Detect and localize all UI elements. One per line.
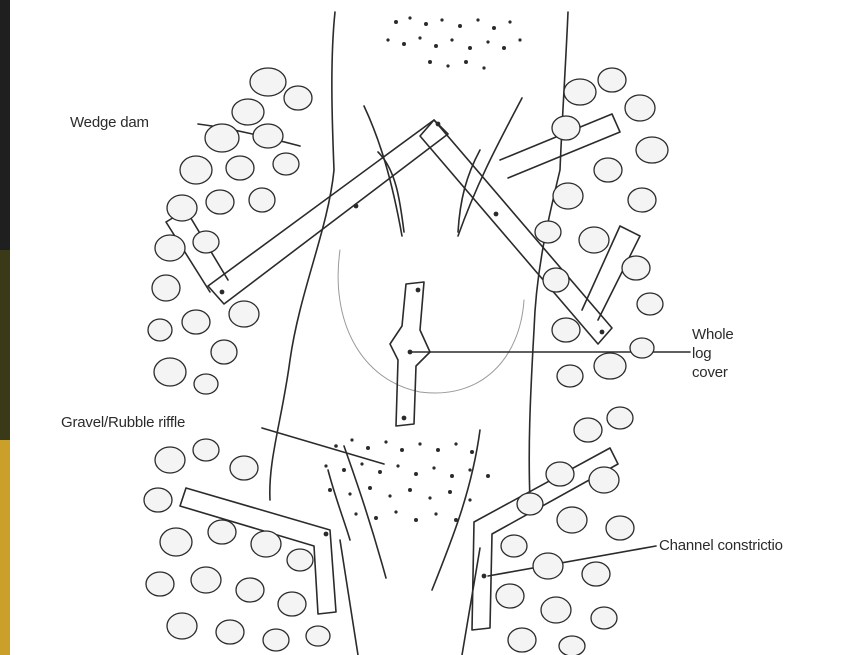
- log-pins: [220, 122, 605, 579]
- gravel-riffle-texture: [324, 16, 521, 522]
- label-wedge-dam: Wedge dam: [70, 113, 149, 132]
- label-gravel-rubble-riffle: Gravel/Rubble riffle: [61, 413, 185, 432]
- flow-arrow-7: [328, 470, 350, 540]
- label-whole-log-cover-line-2: log: [692, 344, 734, 363]
- flow-arrow-4: [458, 150, 480, 232]
- wedge-dam-left-log: [208, 120, 448, 304]
- label-whole-log-cover-line-1: Whole: [692, 325, 734, 344]
- label-whole-log-cover-line-3: cover: [692, 363, 734, 382]
- pool-outline: [338, 250, 524, 393]
- flow-arrow-3: [378, 152, 404, 232]
- constrictor-right-stake: [462, 548, 480, 655]
- rock-piles: [144, 68, 668, 655]
- label-whole-log-cover: Whole log cover: [692, 325, 734, 382]
- right-stream-bank: [529, 12, 568, 500]
- leader-gravel-riffle: [262, 428, 384, 464]
- flow-arrow-1: [364, 106, 402, 236]
- rock-pile-lower-left: [144, 439, 330, 651]
- flow-arrow-5: [344, 446, 386, 578]
- flow-arrow-2: [458, 98, 522, 236]
- rock-pile-lower-right: [496, 407, 634, 655]
- constrictor-left-stake: [340, 540, 358, 655]
- label-channel-constriction: Channel constrictio: [659, 536, 783, 555]
